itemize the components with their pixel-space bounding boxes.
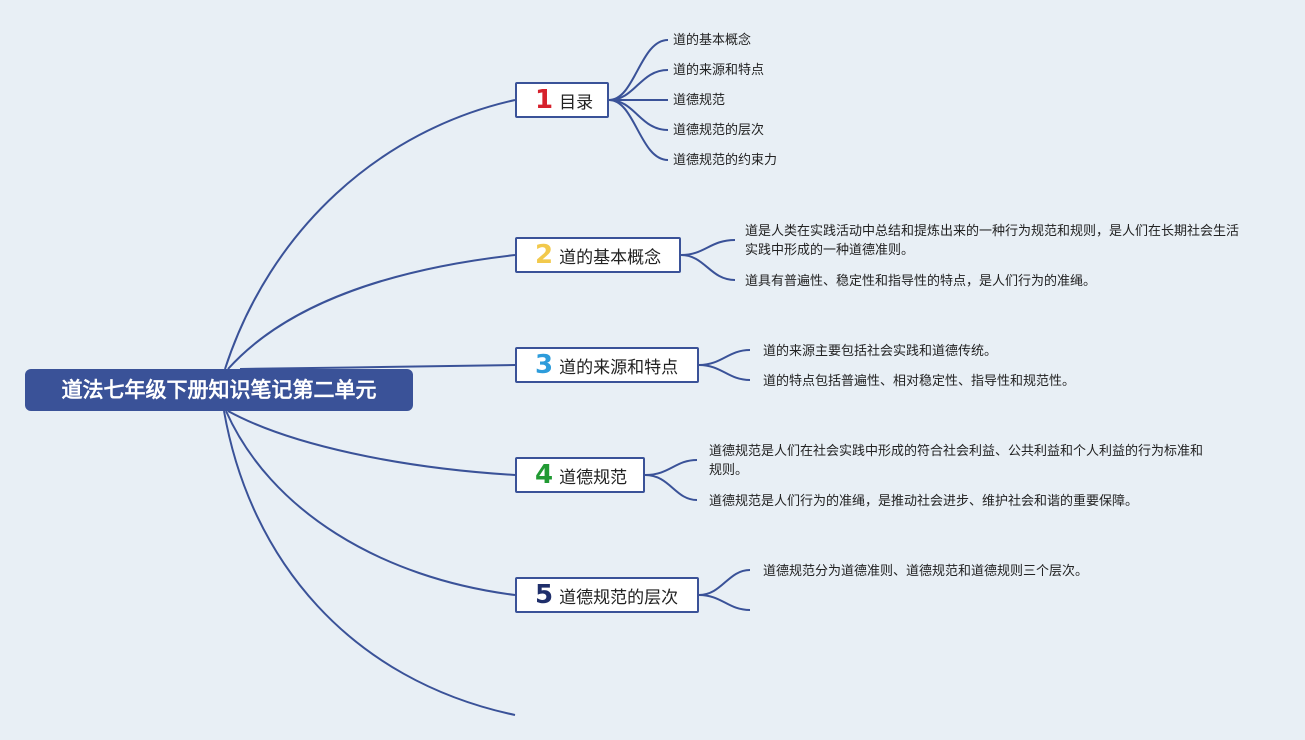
topic-1-label: 目录 <box>559 92 594 113</box>
topic-3-leaf-2[interactable]: 道的特点包括普遍性、相对稳定性、指导性和规范性。 <box>763 374 1076 389</box>
connector-t3-leaf-1 <box>698 349 751 366</box>
topic-4-node[interactable]: 4 道德规范 <box>515 457 645 493</box>
topic-2-number: 2 <box>535 240 554 270</box>
topic-5-node[interactable]: 5 道德规范的层次 <box>515 577 699 613</box>
topic-1-node[interactable]: 1 目录 <box>515 82 609 118</box>
connector-t4-leaf-1 <box>644 459 698 476</box>
topic-5-leaf-1[interactable]: 道德规范分为道德准则、道德规范和道德规则三个层次。 <box>763 564 1089 579</box>
topic-3-leaf-1[interactable]: 道的来源主要包括社会实践和道德传统。 <box>763 344 998 359</box>
connector-root-topic-5 <box>225 410 516 596</box>
topic-1-leaf-4[interactable]: 道德规范的层次 <box>673 123 765 138</box>
connector-t2-leaf-2 <box>680 254 736 281</box>
connector-t1-leaf-2 <box>608 69 669 101</box>
topic-4-number: 4 <box>535 460 554 490</box>
topic-5-label: 道德规范的层次 <box>559 587 679 608</box>
topic-2-label: 道的基本概念 <box>559 247 662 268</box>
topic-1-leaf-5[interactable]: 道德规范的约束力 <box>673 153 778 168</box>
topic-5-number: 5 <box>535 580 554 610</box>
connector-t4-leaf-2 <box>644 474 698 501</box>
root-node[interactable]: 道法七年级下册知识笔记第二单元 <box>25 369 413 411</box>
topic-4-label: 道德规范 <box>559 467 628 488</box>
topic-1-leaf-2[interactable]: 道的来源和特点 <box>673 63 765 78</box>
topic-1-leaf-1[interactable]: 道的基本概念 <box>673 33 752 48</box>
topic-2-node[interactable]: 2 道的基本概念 <box>515 237 681 273</box>
connector-t1-leaf-4 <box>608 99 669 131</box>
connector-root-topic-3 <box>239 364 516 370</box>
connector-t5-leaf-2 <box>698 594 751 611</box>
connector-root-topic-4 <box>227 410 516 476</box>
topic-4-leaf-2[interactable]: 道德规范是人们行为的准绳，是推动社会进步、维护社会和谐的重要保障。 <box>709 494 1139 509</box>
connector-t3-leaf-2 <box>698 364 751 381</box>
topic-1-leaf-3[interactable]: 道德规范 <box>673 93 726 108</box>
connector-root-extra <box>223 410 516 716</box>
connector-t1-leaf-1 <box>608 39 669 101</box>
topic-1-number: 1 <box>535 85 554 115</box>
topic-4-leaf-1[interactable]: 道德规范是人们在社会实践中形成的符合社会利益、公共利益和个人利益的行为标准和规则… <box>709 444 1204 478</box>
topic-3-number: 3 <box>535 350 554 380</box>
connector-root-topic-2 <box>227 254 516 370</box>
connector-t1-leaf-5 <box>608 99 669 161</box>
connector-t5-leaf-1 <box>698 569 751 596</box>
connector-t2-leaf-1 <box>680 239 736 256</box>
topic-2-leaf-1[interactable]: 道是人类在实践活动中总结和提炼出来的一种行为规范和规则，是人们在长期社会生活实践… <box>745 224 1240 258</box>
topic-2-leaf-2[interactable]: 道具有普遍性、稳定性和指导性的特点，是人们行为的准绳。 <box>745 274 1097 289</box>
topic-3-label: 道的来源和特点 <box>559 357 679 378</box>
topic-3-node[interactable]: 3 道的来源和特点 <box>515 347 699 383</box>
connector-root-topic-1 <box>224 99 516 370</box>
